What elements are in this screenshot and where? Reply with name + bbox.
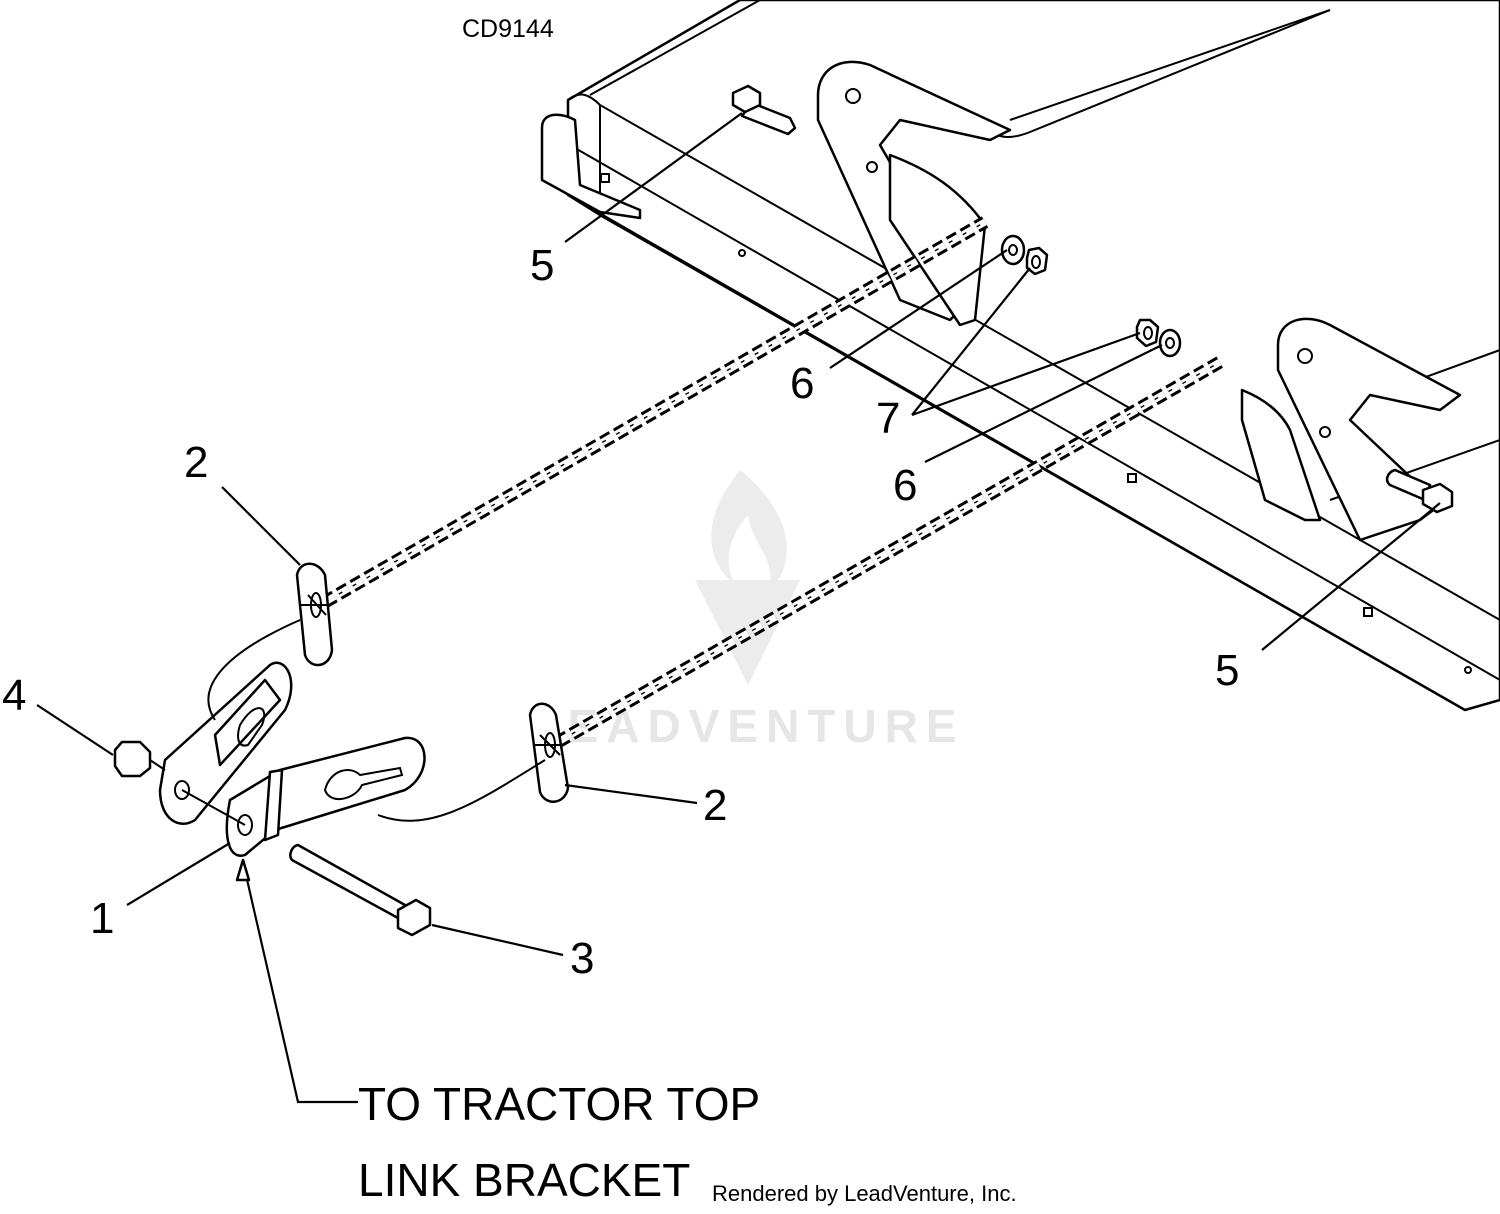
washer-item-6-right [1158,328,1182,358]
callout-2-lower: 2 [703,781,727,830]
deck-corner-plate [540,113,642,220]
watermark-text: LEADVENTURE [531,700,964,752]
wire-loop-lower [377,759,546,822]
nut-item-7-right [1135,318,1160,348]
callout-5-top: 5 [530,241,554,290]
bolt-item-5-left [731,84,797,136]
nut-item-7-left [1025,246,1049,276]
chain-plate-item-2-right [528,702,570,803]
chain-left [321,216,989,608]
leadventure-watermark: LEADVENTURE [531,470,964,752]
hitch-plate-item-1-upper [158,661,293,825]
hitch-link-line [181,789,246,826]
callout-2-upper: 2 [184,438,208,487]
callout-7: 7 [876,394,900,443]
mower-deck [540,0,1500,712]
caption-line-1: TO TRACTOR TOP [358,1078,760,1130]
render-credit: Rendered by LeadVenture, Inc. [712,1181,1017,1206]
caption-line-2: LINK BRACKET [358,1154,690,1206]
flame-logo-icon [711,470,787,590]
nut-item-4 [113,740,166,778]
washer-item-6-left [1000,234,1026,266]
callout-5-right: 5 [1215,646,1239,695]
hitch-plate-item-1-lower [225,736,426,857]
callout-1: 1 [90,894,114,943]
bolt-item-3 [289,843,432,937]
callout-6-upper: 6 [790,359,814,408]
callout-4: 4 [2,671,26,720]
deck-hitch-bracket-left [816,60,1012,327]
chain-plate-item-2-left [295,562,334,667]
callout-6-lower: 6 [893,461,917,510]
callout-3: 3 [570,934,594,983]
bolt-item-5-right [1385,468,1454,514]
leader-lines [36,112,1441,1104]
figure-id: CD9144 [462,15,554,43]
wire-loop-upper [207,619,301,721]
